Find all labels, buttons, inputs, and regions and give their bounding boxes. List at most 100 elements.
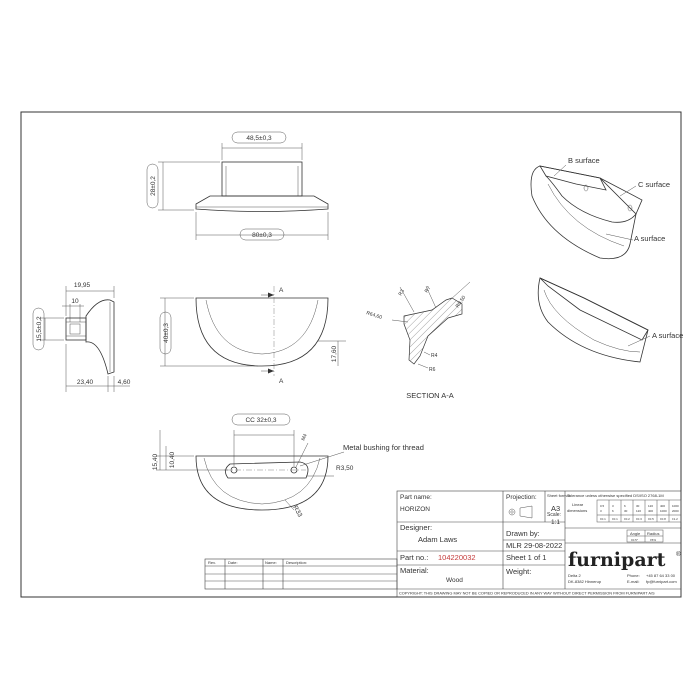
range2-2: 6	[612, 509, 614, 513]
dimensions-label: dimensions	[567, 508, 587, 513]
projection-label: Projection:	[506, 494, 537, 501]
weight-label: Weight:	[506, 567, 531, 576]
tol-1: ±0.1	[600, 517, 606, 521]
range-2: 3	[612, 504, 614, 508]
front-right-dim: 17,60	[331, 345, 338, 362]
bushing-label: Metal bushing for thread	[343, 443, 424, 452]
radius-r7: R7	[424, 285, 433, 294]
tol-3: ±0.2	[624, 517, 630, 521]
a-surface-label-1: A surface	[634, 234, 665, 243]
scale-label: Scale:	[547, 512, 561, 518]
side-dim-top: 19,95	[74, 282, 91, 289]
top-view: 48,5±0,3 80±0,3 28±0,2	[146, 131, 329, 241]
bottom-view: CC 32±0,3 M4 Metal bushing for thread 15…	[152, 413, 424, 519]
radius-r050: R0,50	[455, 295, 468, 310]
description-header: Description:	[286, 560, 307, 565]
bottom-dim-10: 10,40	[169, 451, 176, 468]
drawn-by-label: Drawn by:	[506, 529, 540, 538]
side-dim-bottom-right: 4,60	[118, 379, 131, 386]
tolerance-table: 0.5 3 6 30 120 400 1000 3 6 30 120 400 1…	[596, 499, 682, 523]
rev-header: Rev.	[208, 560, 216, 565]
tol-4: ±0.3	[636, 517, 642, 521]
range-4: 30	[636, 504, 640, 508]
email-label: E-mail:	[627, 579, 639, 584]
part-no-label: Part no.:	[400, 553, 428, 562]
top-height-dim: 28±0,2	[150, 176, 157, 196]
date-header: Date:	[228, 560, 238, 565]
range2-1: 3	[600, 509, 602, 513]
bottom-dim-15: 15,40	[152, 453, 159, 470]
angle-value: ±0.5°	[631, 538, 639, 542]
top-length-dim: 80±0,3	[252, 232, 272, 239]
angle-label: Angle	[630, 531, 641, 536]
part-name-label: Part name:	[400, 494, 432, 501]
sheet-label: Sheet 1 of 1	[506, 553, 546, 562]
tolerance-title: Tolerance unless otherwise specified DS/…	[567, 493, 664, 498]
section-a-a: R3 R7 R0,50 R64,60 R4 R6 SECTION A-A	[365, 281, 471, 400]
bottom-thread: M4	[300, 433, 308, 442]
range2-5: 400	[648, 509, 653, 513]
tol-6: ±0.8	[660, 517, 666, 521]
side-dim-bottom-left: 23,40	[77, 379, 94, 386]
designer-label: Designer:	[400, 523, 432, 532]
drawn-by-value: MLR 29-08-2022	[506, 541, 562, 550]
range-5: 120	[648, 504, 653, 508]
linear-label: Linear	[572, 502, 584, 507]
phone-value: +45 87 64 33 00	[646, 573, 676, 578]
radius-r4: R4	[431, 353, 438, 359]
section-mark-top: A	[279, 287, 284, 294]
side-view: 19,95 10 15,5±0,2 23,40 4,60	[32, 282, 131, 392]
part-name-value: HORIZON	[400, 506, 430, 513]
c-surface-label: C surface	[638, 180, 670, 189]
front-height-dim: 40±0,3	[163, 323, 170, 343]
title-block: Part name: HORIZON Projection: Sheet for…	[396, 490, 682, 598]
sheet-border	[20, 111, 682, 598]
section-title: SECTION A-A	[406, 391, 454, 400]
radius-r6460: R64,60	[365, 310, 382, 321]
copyright-text: COPYRIGHT: THIS DRAWING MAY NOT BE COPIE…	[399, 591, 655, 596]
material-label: Material:	[400, 566, 429, 575]
top-width-dim: 48,5±0,3	[246, 135, 272, 142]
radius-label: Radius	[647, 531, 659, 536]
material-value: Wood	[446, 577, 463, 584]
email-value: fp@furnipart.com	[646, 579, 677, 584]
name-header: Name:	[265, 560, 277, 565]
designer-value: Adam Laws	[418, 535, 457, 544]
tol-5: ±0.5	[648, 517, 654, 521]
range-7: 1000	[672, 504, 679, 508]
range-1: 0.5	[600, 504, 605, 508]
radius-value: ±5%	[650, 538, 656, 542]
side-dim-hole: 10	[71, 298, 79, 305]
bottom-cc-dim: CC 32±0,3	[245, 417, 276, 424]
radius-r3: R3	[398, 288, 407, 297]
tol-2: ±0.1	[612, 517, 618, 521]
iso-view-top: B surface C surface A surface	[530, 156, 670, 260]
bottom-r35: R3,50	[336, 465, 354, 472]
registered-mark: ®	[676, 550, 681, 558]
bottom-r33: R33	[291, 505, 303, 519]
sheet-format-value: A3	[551, 504, 560, 513]
section-mark-bottom: A	[279, 378, 284, 385]
phone-label: Phone:	[627, 573, 640, 578]
radius-r6: R6	[429, 367, 436, 373]
range2-4: 120	[636, 509, 641, 513]
b-surface-label: B surface	[568, 156, 600, 165]
side-dim-left: 15,5±0,2	[36, 316, 43, 342]
range2-6: 1000	[660, 509, 667, 513]
range2-3: 30	[624, 509, 628, 513]
sheet-format-label: Sheet format:	[547, 493, 571, 498]
company-logo: furnipart	[568, 549, 666, 571]
range2-7: 2000	[672, 509, 679, 513]
front-view: A A 40±0,3 17,60	[159, 286, 346, 385]
part-no-value: 104220032	[438, 553, 476, 562]
address-line-2: DK-8382 Hinnerup	[568, 579, 602, 584]
address-line-1: Delta 2	[568, 573, 581, 578]
tol-7: ±1.2	[672, 517, 678, 521]
a-surface-label-2: A surface	[652, 331, 683, 340]
revision-table: Rev. Date: Name: Description:	[204, 558, 398, 590]
iso-view-bottom: A surface	[537, 277, 683, 363]
range-6: 400	[660, 504, 665, 508]
scale-value: 1:1	[551, 519, 560, 526]
range-3: 6	[624, 504, 626, 508]
